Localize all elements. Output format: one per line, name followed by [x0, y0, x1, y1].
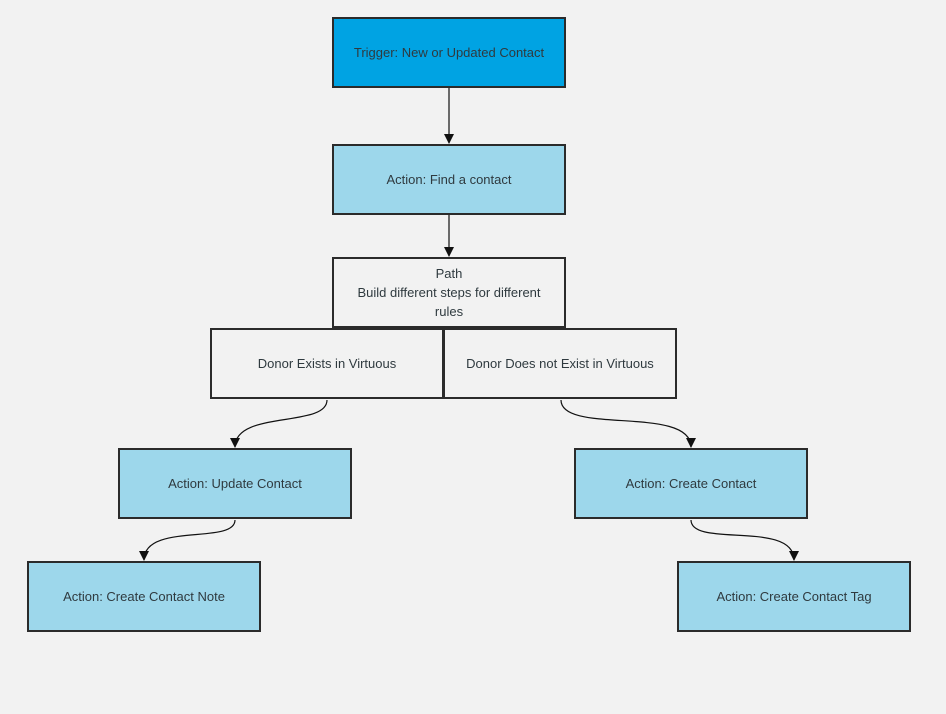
- branch-donor-not-exists-label: Donor Does not Exist in Virtuous: [466, 356, 654, 371]
- path-description: Build different steps for different rule…: [357, 285, 541, 319]
- branch-donor-exists[interactable]: Donor Exists in Virtuous: [210, 328, 444, 399]
- find-contact-label: Action: Find a contact: [386, 172, 512, 187]
- create-contact-tag-label: Action: Create Contact Tag: [716, 589, 872, 604]
- path-node[interactable]: Path Build different steps for different…: [332, 257, 566, 328]
- create-contact-tag-node[interactable]: Action: Create Contact Tag: [677, 561, 911, 632]
- update-contact-label: Action: Update Contact: [168, 476, 302, 491]
- edge-exists-to-update-contact: [230, 399, 328, 448]
- edge-update-contact-to-contact-note: [139, 519, 236, 561]
- branch-donor-exists-label: Donor Exists in Virtuous: [257, 356, 397, 371]
- path-title: Path: [435, 266, 463, 281]
- create-contact-label: Action: Create Contact: [625, 476, 757, 491]
- update-contact-node[interactable]: Action: Update Contact: [118, 448, 352, 519]
- create-contact-note-label: Action: Create Contact Note: [63, 589, 225, 604]
- trigger-label: Trigger: New or Updated Contact: [353, 45, 545, 60]
- branch-donor-not-exists[interactable]: Donor Does not Exist in Virtuous: [443, 328, 677, 399]
- edge-not-exists-to-create-contact: [560, 399, 696, 448]
- trigger-node[interactable]: Trigger: New or Updated Contact: [332, 17, 566, 88]
- find-contact-node[interactable]: Action: Find a contact: [332, 144, 566, 215]
- create-contact-note-node[interactable]: Action: Create Contact Note: [27, 561, 261, 632]
- create-contact-node[interactable]: Action: Create Contact: [574, 448, 808, 519]
- edge-create-contact-to-contact-tag: [690, 519, 799, 561]
